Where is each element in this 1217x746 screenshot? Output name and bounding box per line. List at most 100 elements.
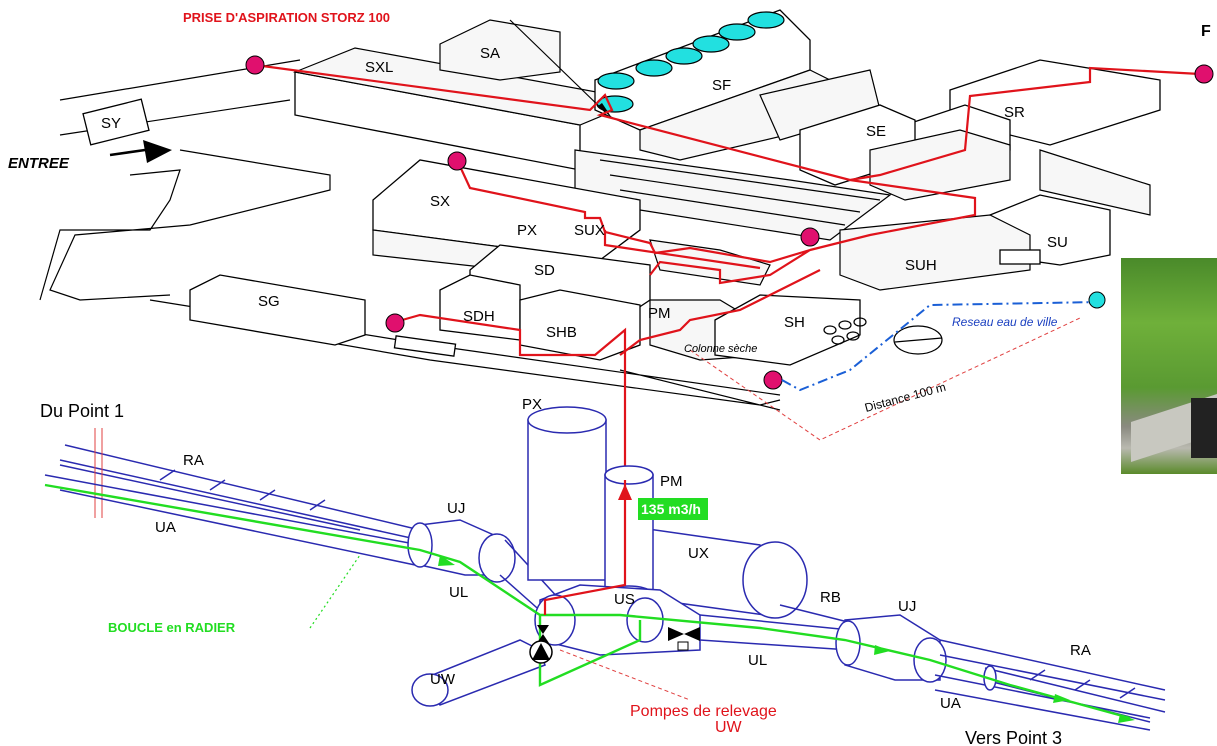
pompes-label: Pompes de relevage: [630, 703, 777, 720]
parking-grill: [393, 335, 457, 357]
label-pm-tunnel: PM: [660, 473, 683, 490]
label-pm: PM: [648, 305, 671, 322]
storz-label: PRISE D'ASPIRATION STORZ 100: [183, 10, 390, 25]
label-sx: SX: [430, 193, 450, 210]
courtyard-lines: [599, 159, 881, 226]
pool-line: [894, 337, 943, 343]
label-sux: SUX: [574, 222, 605, 239]
photo-dark-object: [1191, 398, 1217, 458]
cylinder-px: [527, 406, 607, 581]
tank-icon: [597, 72, 635, 90]
label-ra-left: RA: [183, 452, 204, 469]
city-water-hydrant-icon: [1088, 291, 1106, 309]
label-se: SE: [866, 123, 886, 140]
vent-grid: [999, 249, 1041, 265]
building-sa: [439, 19, 561, 81]
tube-ra-right: [939, 639, 1166, 713]
building-sg: [189, 274, 366, 346]
cylinder-uj-right: [835, 614, 947, 683]
label-uw: UW: [430, 671, 456, 688]
flow-box: [638, 498, 708, 520]
hydrant-icon: [1194, 64, 1214, 84]
arrow-up-icon: [618, 484, 632, 500]
tube-ra-left: [59, 444, 421, 541]
hydrant-icon: [800, 227, 820, 247]
hydrant-icon: [245, 55, 265, 75]
tank-row: [596, 11, 785, 113]
pompes-uw-label: UW: [715, 719, 743, 736]
boucle-label: BOUCLE en RADIER: [108, 620, 236, 635]
label-shb: SHB: [546, 324, 577, 341]
tunnel-schematic: 135 m3/h: [44, 406, 1166, 731]
distance-line: [689, 317, 1081, 441]
vers-point-label: Vers Point 3: [965, 728, 1062, 746]
label-sr: SR: [1004, 104, 1025, 121]
arrow-right-icon: [109, 140, 172, 163]
label-ua-right: UA: [940, 695, 961, 712]
label-ul-right: UL: [748, 652, 767, 669]
storz-pointer-head: [598, 103, 612, 118]
manhole-cluster: [823, 317, 867, 345]
photo-inset: [1121, 258, 1217, 474]
tube-ua-left: [44, 474, 421, 566]
building-se-low: [869, 129, 1011, 201]
cylinder-pm: [604, 465, 654, 605]
tank-icon: [635, 59, 673, 77]
city-water-line: [781, 301, 1101, 392]
site-plan: [39, 9, 1214, 480]
riser-line: [543, 480, 627, 615]
hydrant-icon: [763, 370, 783, 390]
entree-label: ENTREE: [8, 155, 70, 172]
tank-icon: [747, 11, 785, 29]
hydrant-group: [245, 55, 1214, 390]
distance-label: Distance 100 m: [863, 380, 947, 415]
label-rb: RB: [820, 589, 841, 606]
label-sg: SG: [258, 293, 280, 310]
label-sa: SA: [480, 45, 500, 62]
flow-label: 135 m3/h: [641, 501, 701, 517]
du-point-label: Du Point 1: [40, 401, 124, 421]
label-sy: SY: [101, 115, 121, 132]
storz-pointer: [509, 19, 606, 113]
green-arrow: [1053, 694, 1070, 703]
label-sf: SF: [712, 77, 731, 94]
building-sy: [82, 98, 150, 146]
pompes-pointer: [559, 649, 691, 701]
label-sd: SD: [534, 262, 555, 279]
tube-ua-right: [934, 674, 1151, 731]
ra-ties-right: [1029, 669, 1136, 699]
tank-icon: [718, 23, 756, 41]
tank-icon: [692, 35, 730, 53]
hydrant-icon: [385, 313, 405, 333]
colonne-label: Colonne sèche: [684, 343, 757, 355]
green-arrow: [874, 645, 890, 655]
reseau-label: Reseau eau de ville: [952, 315, 1058, 329]
building-sh: [714, 294, 861, 366]
valve-icon: [668, 627, 700, 651]
building-suh: [839, 214, 1031, 291]
boucle-pointer: [309, 554, 361, 629]
label-uj-right: UJ: [898, 598, 916, 615]
cylinder-uw: [411, 639, 546, 707]
label-sxl: SXL: [365, 59, 393, 76]
building-east-wing: [1039, 149, 1151, 216]
tank-icon: [665, 47, 703, 65]
chamber-us: [534, 584, 701, 656]
label-ua-left: UA: [155, 519, 176, 536]
pool-circle: [893, 325, 943, 355]
label-ux: UX: [688, 545, 709, 562]
label-suh: SUH: [905, 257, 937, 274]
fire-branch: [603, 230, 761, 270]
ra-ties-left: [159, 469, 326, 511]
label-px: PX: [517, 222, 537, 239]
label-us: US: [614, 591, 635, 608]
label-px-tunnel: PX: [522, 396, 542, 413]
green-arrow: [438, 555, 455, 566]
label-ra-right: RA: [1070, 642, 1091, 659]
green-arrow: [1118, 714, 1135, 723]
road-outline: [39, 59, 331, 301]
label-ul-left: UL: [449, 584, 468, 601]
right-edge-char: F: [1201, 23, 1211, 40]
